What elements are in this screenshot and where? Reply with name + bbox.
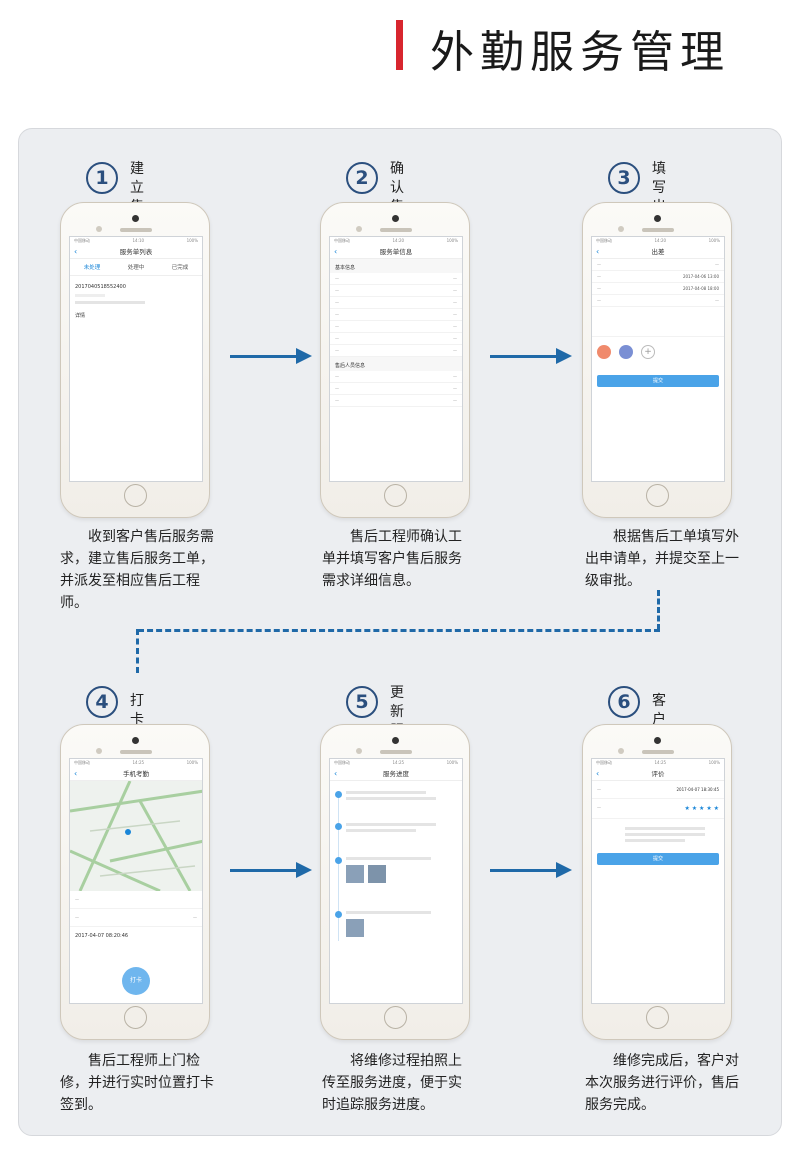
step-description: 售后工程师确认工单并填写客户售后服务需求详细信息。 xyxy=(322,529,462,589)
submit-button[interactable]: 提交 xyxy=(597,853,719,865)
back-icon[interactable]: ‹ xyxy=(334,247,338,256)
rating-stars[interactable]: ★ ★ ★ ★ ★ xyxy=(684,805,719,812)
start-time[interactable]: 2017-04-06 13:00 xyxy=(682,274,719,279)
step-number: 4 xyxy=(86,686,118,718)
checkin-time: 2017-04-07 08:20:46 xyxy=(75,933,129,939)
location-pin-icon xyxy=(125,829,131,835)
punch-button[interactable]: 打卡 xyxy=(122,967,150,995)
screen-title: 手机考勤 xyxy=(123,770,149,778)
photo-thumbnail[interactable] xyxy=(368,865,386,883)
submit-button[interactable]: 提交 xyxy=(597,375,719,387)
avatar xyxy=(619,345,633,359)
home-button xyxy=(384,484,407,507)
map-roads xyxy=(70,780,202,893)
home-button xyxy=(124,484,147,507)
step-number: 1 xyxy=(86,162,118,194)
evaluation-time: 2017-04-07 18:30:45 xyxy=(676,787,719,792)
home-button xyxy=(124,1006,147,1029)
home-button xyxy=(646,1006,669,1029)
tab-pending[interactable]: 未处理 xyxy=(83,265,101,271)
tab-processing[interactable]: 处理中 xyxy=(127,265,145,271)
tab-completed[interactable]: 已完成 xyxy=(171,265,189,271)
back-icon[interactable]: ‹ xyxy=(74,769,78,778)
page-title: 外勤服务管理 xyxy=(430,27,730,78)
map-view[interactable] xyxy=(70,780,202,893)
back-icon[interactable]: ‹ xyxy=(596,247,600,256)
step-description: 售后工程师上门检修，并进行实时位置打卡签到。 xyxy=(60,1053,214,1113)
back-icon[interactable]: ‹ xyxy=(74,247,78,256)
arrow-right-icon xyxy=(230,862,312,878)
step-number: 5 xyxy=(346,686,378,718)
arrow-right-icon xyxy=(490,348,572,364)
step-description: 维修完成后，客户对本次服务进行评价，售后服务完成。 xyxy=(585,1053,739,1113)
back-icon[interactable]: ‹ xyxy=(334,769,338,778)
screen-title: 服务进度 xyxy=(383,770,409,778)
screen-title: 出差 xyxy=(651,248,665,256)
timeline-item xyxy=(335,791,457,821)
home-button xyxy=(384,1006,407,1029)
screen-title: 服务单列表 xyxy=(119,248,153,256)
home-button xyxy=(646,484,669,507)
screen-title: 评价 xyxy=(651,770,665,778)
screen-title: 服务单信息 xyxy=(379,248,413,256)
timeline-item xyxy=(335,823,457,855)
photo-thumbnail[interactable] xyxy=(346,865,364,883)
end-time[interactable]: 2017-04-08 18:00 xyxy=(682,286,719,291)
dashed-connector xyxy=(138,629,660,632)
section-basic-info: 基本信息 xyxy=(330,259,462,273)
section-staff-info: 售后人员信息 xyxy=(330,357,462,371)
add-approver-icon[interactable]: + xyxy=(641,345,655,359)
photo-thumbnail[interactable] xyxy=(346,919,364,937)
order-number[interactable]: 2017040518552400 xyxy=(75,284,126,290)
step-description: 根据售后工单填写外出申请单，并提交至上一级审批。 xyxy=(585,529,739,589)
timeline-item xyxy=(335,857,457,909)
avatar xyxy=(597,345,611,359)
step-description: 收到客户售后服务需求，建立售后服务工单，并派发至相应售后工程师。 xyxy=(60,529,214,611)
arrow-right-icon xyxy=(490,862,572,878)
dashed-connector xyxy=(136,629,139,673)
timeline-item xyxy=(335,911,457,963)
arrow-right-icon xyxy=(230,348,312,364)
header-accent-bar xyxy=(396,20,403,70)
detail-link[interactable]: 详情 xyxy=(75,313,86,319)
back-icon[interactable]: ‹ xyxy=(596,769,600,778)
step-number: 3 xyxy=(608,162,640,194)
step-description: 将维修过程拍照上传至服务进度，便于实时追踪服务进度。 xyxy=(322,1053,462,1113)
dashed-connector xyxy=(657,590,660,630)
step-number: 2 xyxy=(346,162,378,194)
step-number: 6 xyxy=(608,686,640,718)
